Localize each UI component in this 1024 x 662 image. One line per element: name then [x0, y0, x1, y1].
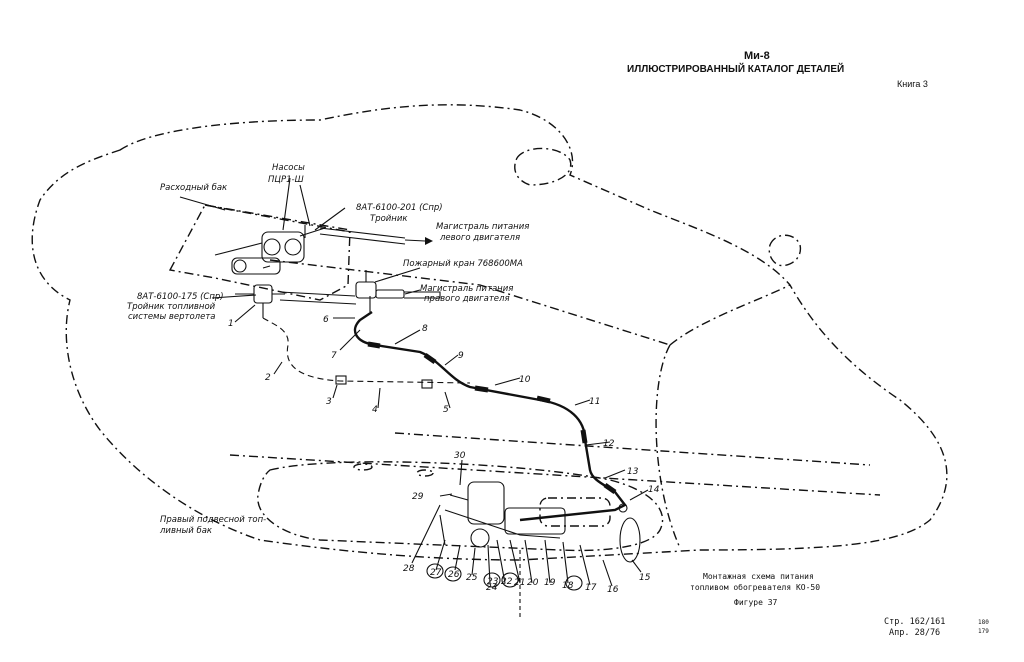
- part-number: 28: [403, 564, 415, 574]
- tee-175-label: 8АТ-6100-175 (Спр): [137, 292, 224, 302]
- tee-201-caption: Тройник: [370, 214, 408, 224]
- right-external-tank: [257, 461, 664, 552]
- part-number: 13: [627, 467, 639, 477]
- left-engine-label: Магистраль питания: [436, 222, 529, 232]
- part-number: 15: [639, 573, 651, 583]
- cabin-bulkhead: [655, 344, 681, 549]
- tee-175-caption-2: системы вертолета: [128, 312, 216, 322]
- part-number: 5: [443, 405, 449, 415]
- right-tank-label-2: ливный бак: [159, 526, 213, 536]
- revision-date: Апр. 28/76: [889, 628, 941, 638]
- part-number: 21: [514, 578, 525, 588]
- part-number: 8: [422, 324, 428, 334]
- side-page-bottom: 179: [978, 628, 989, 635]
- left-engine-feed-arrow: [404, 239, 426, 242]
- pumps-model-label: ПЦР1-Ш: [268, 175, 304, 185]
- part-number: 10: [519, 375, 531, 385]
- part-number: 25: [466, 573, 478, 583]
- part-number: 29: [412, 492, 424, 502]
- part-number: 24: [486, 583, 498, 593]
- part-number: 20: [527, 578, 539, 588]
- supply-tank-outline: [168, 204, 351, 301]
- part-number: 4: [372, 405, 378, 415]
- tee-175: [235, 284, 285, 318]
- fire-valve-label: Пожарный кран 768600МА: [403, 259, 523, 269]
- part-number: 1: [228, 319, 234, 329]
- figure-caption: Монтажная схема питания: [703, 572, 814, 581]
- part-number: 9: [458, 351, 464, 361]
- side-page-top: 180: [978, 619, 989, 626]
- fuselage-outline: [31, 104, 948, 561]
- tee-175-caption: Тройник топливной: [127, 302, 216, 312]
- model-title: Ми-8: [744, 50, 770, 62]
- right-engine-label: Магистраль питания: [420, 284, 513, 294]
- tee-201-label: 8АТ-6100-201 (Спр): [356, 203, 443, 213]
- pumps-label: Насосы: [272, 163, 305, 173]
- right-engine-label-2: правого двигателя: [424, 294, 510, 304]
- catalog-title: ИЛЛЮСТРИРОВАННЫЙ КАТАЛОГ ДЕТАЛЕЙ: [627, 64, 845, 75]
- part-number: 23: [487, 577, 499, 587]
- part-number: 11: [589, 397, 600, 407]
- figure-caption-2: топливом обогревателя КО-50: [690, 583, 821, 592]
- part-number: 30: [454, 451, 466, 461]
- page-number: Стр. 162/161: [884, 617, 946, 627]
- part-number: 12: [603, 439, 615, 449]
- fire-valve: [355, 270, 441, 312]
- part-number: 16: [607, 585, 619, 595]
- part-number: 19: [544, 578, 556, 588]
- pumps-assembly: [214, 225, 326, 275]
- part-number: 18: [562, 581, 574, 591]
- heater-ko50: [439, 481, 641, 563]
- supply-tank-label: Расходный бак: [160, 183, 228, 193]
- part-number: 3: [326, 397, 332, 407]
- part-number: 26: [448, 570, 460, 580]
- part-number: 2: [265, 373, 271, 383]
- part-number: 17: [585, 583, 597, 593]
- left-engine-label-2: левого двигателя: [439, 233, 520, 243]
- right-tank-label: Правый подвесной топ-: [160, 515, 266, 525]
- heater-line-dashed: [262, 317, 471, 384]
- part-number: 6: [323, 315, 329, 325]
- book-number: Книга 3: [897, 79, 928, 89]
- part-number: 27: [430, 568, 442, 578]
- part-number: 14: [648, 485, 660, 495]
- exhaust-opening: [768, 234, 802, 267]
- part-number: 7: [331, 351, 337, 361]
- part-number: 22: [501, 577, 513, 587]
- figure-number: Фигуре 37: [734, 598, 778, 607]
- fuselage-window: [514, 147, 572, 186]
